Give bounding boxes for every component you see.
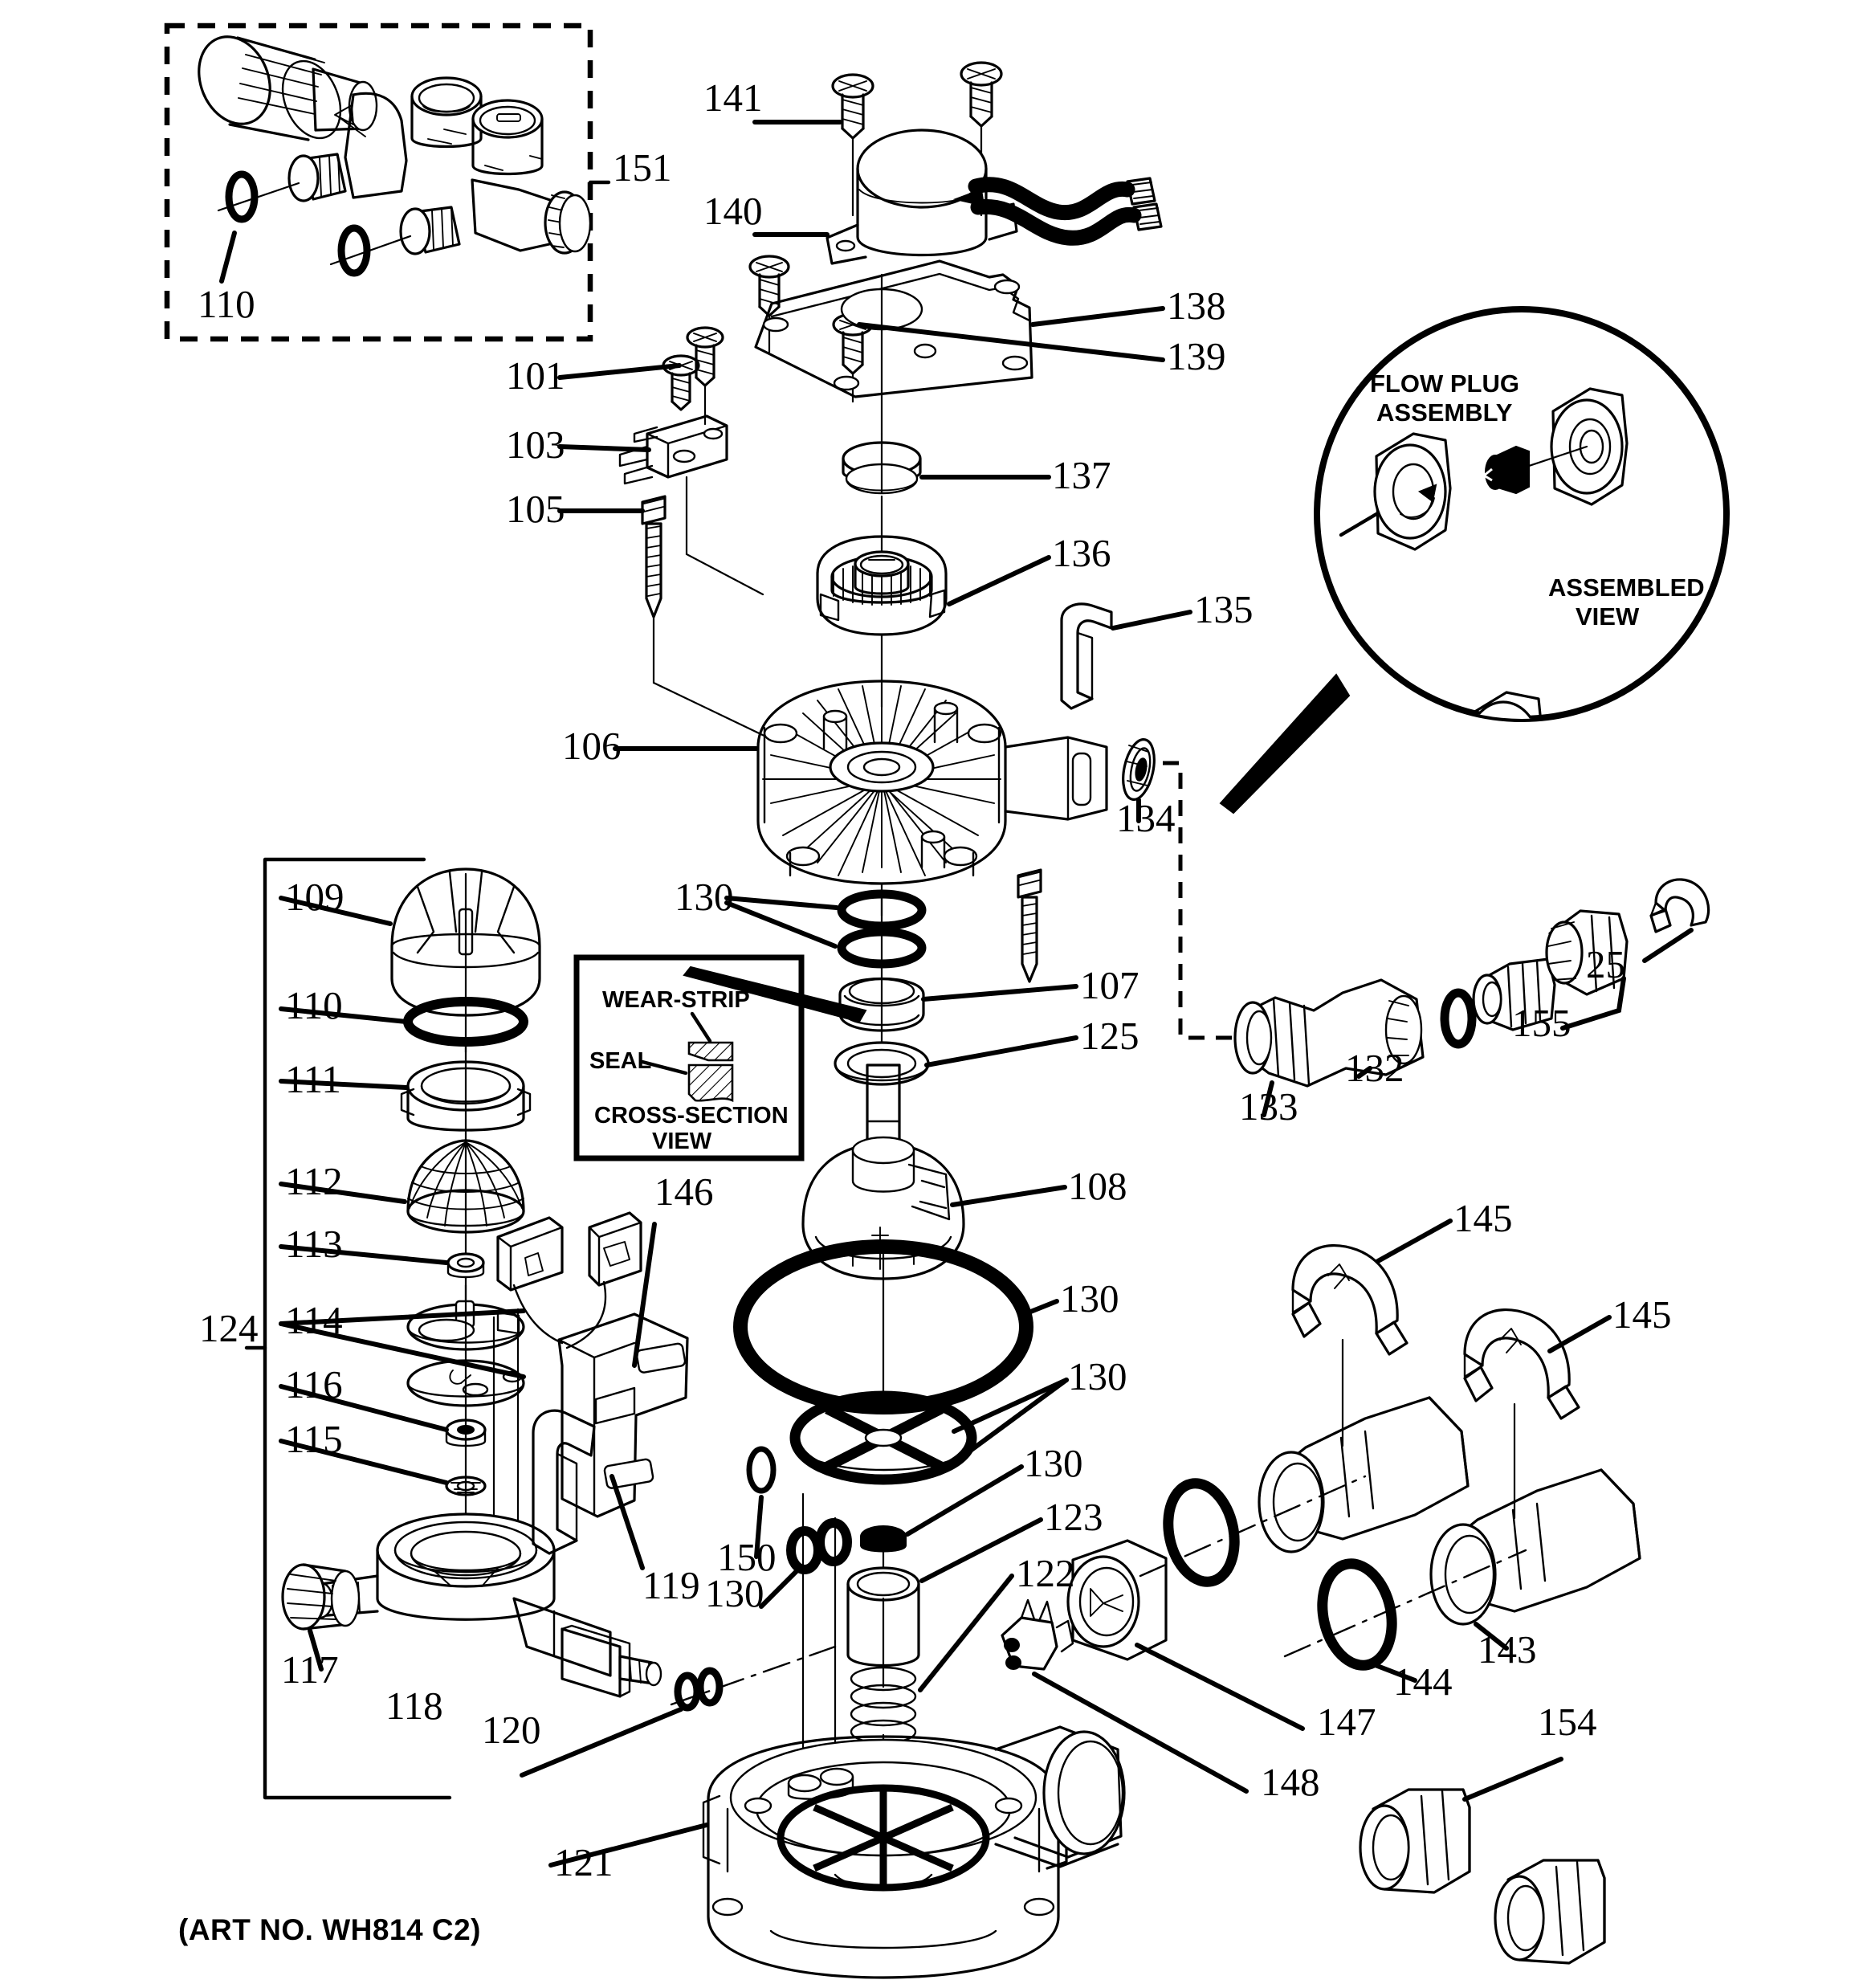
callout-number-148: 148 [1261, 1760, 1320, 1804]
cross-section-title-1: CROSS-SECTION [594, 1103, 789, 1129]
motor-group-140 [826, 61, 1163, 265]
wear-strip-label: WEAR-STRIP [602, 987, 750, 1013]
assembled-label-line1: ASSEMBLED [1548, 574, 1705, 602]
piston-108 [733, 1063, 1033, 1485]
callout-number-139: 139 [1167, 334, 1226, 378]
callout-number-105: 105 [506, 487, 565, 531]
gear-group-136 [816, 432, 948, 708]
elbow-assembly [1233, 878, 1710, 1117]
callout-number-110: 110 [285, 983, 343, 1027]
flow-plug-callout-circle: FLOW PLUG ASSEMBLY ASSEMBLED VIEW [1219, 306, 1730, 814]
seal-stack-group [834, 888, 930, 1086]
callout-number-151: 151 [613, 145, 672, 190]
filter-assembly-124 [244, 857, 837, 1800]
callout-number-118: 118 [385, 1684, 443, 1728]
callout-number-122: 122 [1016, 1551, 1075, 1595]
callout-number-150: 150 [717, 1535, 777, 1579]
callout-number-137: 137 [1052, 453, 1111, 497]
pipes-group [1139, 1243, 1641, 1683]
cross-section-inset: WEAR-STRIP SEAL CROSS-SECTION VIEW [573, 954, 867, 1161]
callout-number-155: 155 [1512, 1001, 1572, 1045]
callout-number-135: 135 [1194, 587, 1254, 631]
main-body-121 [702, 1725, 1126, 1979]
callout-number-111: 111 [285, 1057, 341, 1101]
callout-number-119: 119 [642, 1563, 700, 1607]
callout-number-123: 123 [1044, 1495, 1103, 1539]
callout-number-146: 146 [654, 1170, 714, 1214]
callout-number-134: 134 [1116, 796, 1176, 840]
callout-number-132: 132 [1345, 1046, 1404, 1090]
callout-number-106: 106 [562, 724, 622, 768]
switch-group-103 [618, 326, 773, 741]
cross-section-title-2: VIEW [652, 1129, 712, 1154]
callout-number-109: 109 [285, 875, 344, 919]
callout-number-121: 121 [554, 1840, 614, 1884]
flow-plug-label-line1: FLOW PLUG [1370, 369, 1519, 398]
callout-number-116: 116 [285, 1362, 343, 1406]
bushings-154 [1359, 1757, 1606, 1965]
callout-number-125: 125 [1080, 1014, 1139, 1058]
inset-151-group [164, 22, 611, 342]
callout-number-130: 130 [1024, 1441, 1083, 1485]
callout-number-101: 101 [506, 353, 565, 398]
valve-internals [846, 1525, 920, 1809]
callout-number-117: 117 [281, 1647, 339, 1692]
callout-number-143: 143 [1478, 1627, 1537, 1672]
callout-number-147: 147 [1317, 1700, 1376, 1744]
callout-number-130: 130 [1060, 1276, 1119, 1321]
plate-group-138 [748, 255, 1033, 435]
callout-leaders [279, 120, 1612, 1868]
callout-number-25: 25 [1586, 942, 1625, 986]
flow-plug-label-line2: ASSEMBLY [1376, 398, 1513, 427]
callout-number-108: 108 [1068, 1164, 1127, 1208]
small-orings [746, 1446, 852, 1769]
callout-number-133: 133 [1239, 1084, 1298, 1129]
callout-number-112: 112 [285, 1159, 343, 1203]
assembled-label-line2: VIEW [1576, 602, 1640, 631]
callout-number-110: 110 [198, 282, 255, 326]
callout-number-141: 141 [703, 76, 763, 120]
callout-number-138: 138 [1167, 284, 1226, 328]
callout-number-124: 124 [199, 1306, 259, 1350]
callout-number-130: 130 [1068, 1354, 1127, 1398]
callout-number-144: 144 [1393, 1659, 1453, 1704]
harness-146 [496, 1211, 689, 1570]
callout-number-115: 115 [285, 1417, 343, 1461]
callout-number-107: 107 [1080, 963, 1139, 1007]
callout-number-114: 114 [285, 1298, 343, 1342]
flowplug-group [1060, 602, 1243, 1040]
callout-number-136: 136 [1052, 531, 1111, 575]
callout-number-103: 103 [506, 423, 565, 467]
callout-number-113: 113 [285, 1222, 343, 1266]
callout-number-145: 145 [1612, 1292, 1672, 1337]
callout-number-130: 130 [705, 1571, 764, 1615]
callout-number-154: 154 [1538, 1700, 1597, 1744]
callout-number-145: 145 [1453, 1196, 1513, 1240]
callout-number-120: 120 [482, 1708, 541, 1752]
valve-147-148 [1001, 1539, 1305, 1794]
callout-numbers: 151 110 141 140 138 139 101 103 105 137 136 135 106 1… [198, 76, 1672, 1884]
housing-106 [756, 680, 1108, 983]
art-number-label: (ART NO. WH814 C2) [178, 1913, 481, 1946]
callout-number-140: 140 [703, 189, 763, 233]
callout-number-130: 130 [675, 875, 734, 919]
